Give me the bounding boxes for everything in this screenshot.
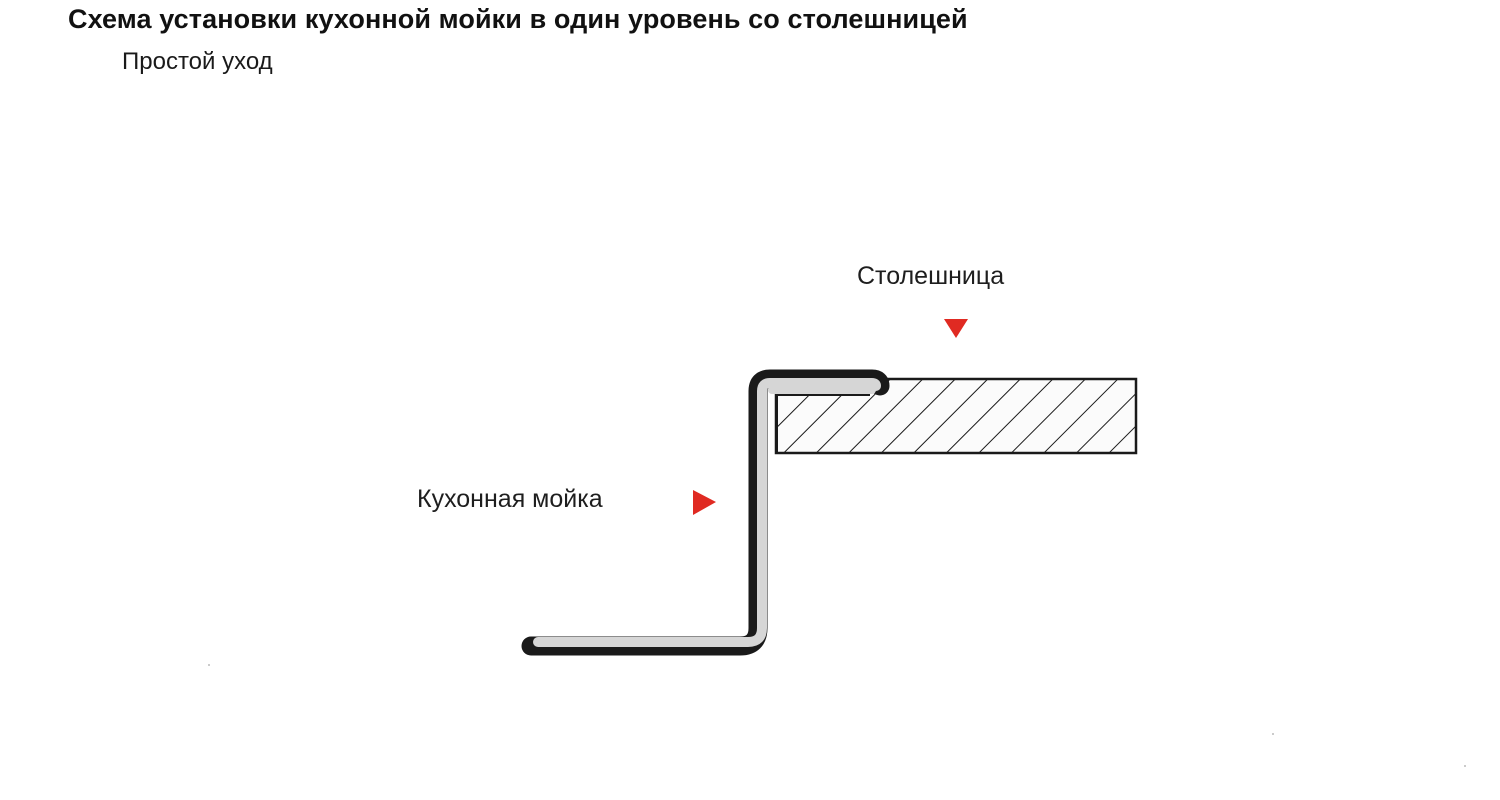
triangle-down-icon — [944, 319, 968, 338]
countertop-label: Столешница — [857, 262, 1005, 290]
countertop-section — [774, 377, 1138, 455]
sink-profile — [521, 369, 890, 656]
speck — [1464, 765, 1466, 767]
speck — [1272, 733, 1274, 735]
sink-label: Кухонная мойка — [417, 485, 603, 513]
speck — [208, 664, 210, 666]
triangle-right-icon — [693, 490, 716, 515]
diagram-subtitle: Простой уход — [122, 48, 273, 75]
diagram-title: Схема установки кухонной мойки в один ур… — [68, 4, 968, 34]
